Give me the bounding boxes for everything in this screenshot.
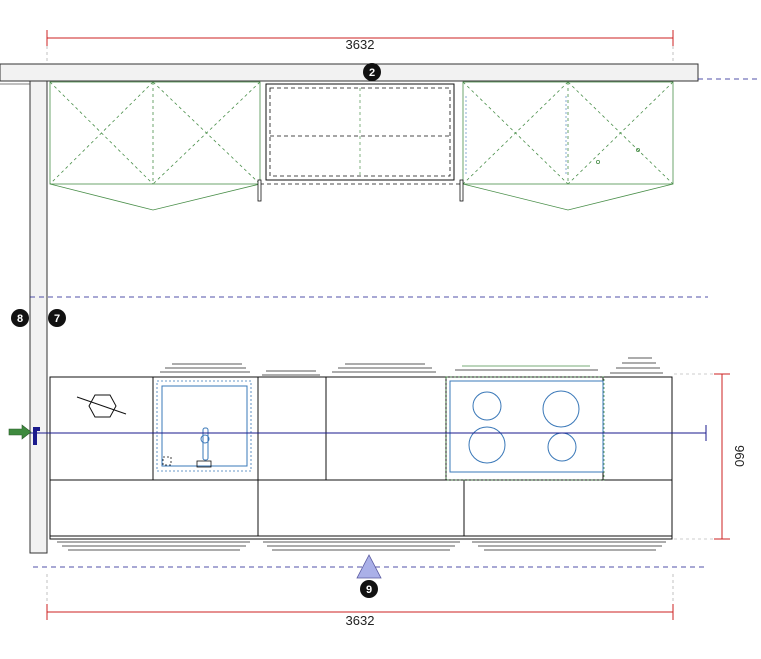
view-marker-2[interactable]: 2 bbox=[363, 63, 381, 81]
below-base-outlines bbox=[57, 541, 666, 551]
svg-text:9: 9 bbox=[366, 584, 372, 596]
top-dimension: 3632 bbox=[46, 30, 674, 80]
left-wall bbox=[29, 80, 48, 554]
svg-text:2: 2 bbox=[369, 67, 375, 79]
section-line-base bbox=[30, 425, 707, 445]
cooktop bbox=[445, 376, 605, 481]
upper-shelf-bar bbox=[0, 63, 699, 82]
svg-text:7: 7 bbox=[54, 313, 60, 325]
sink bbox=[156, 380, 252, 472]
bottom-width-label: 3632 bbox=[346, 613, 375, 628]
base-cabinets bbox=[49, 376, 673, 540]
corner-unit-symbol bbox=[76, 394, 127, 418]
burner-front-left bbox=[468, 426, 506, 464]
svg-text:8: 8 bbox=[17, 313, 23, 325]
view-marker-8[interactable]: 8 bbox=[11, 309, 29, 327]
upper-wall-cabinets bbox=[49, 81, 674, 211]
view-marker-7[interactable]: 7 bbox=[48, 309, 66, 327]
top-width-label: 3632 bbox=[346, 37, 375, 52]
burner-rear-right bbox=[542, 390, 580, 428]
burner-rear-left bbox=[472, 391, 502, 421]
right-dimension: 960 bbox=[674, 373, 747, 540]
view-marker-9[interactable]: 9 bbox=[356, 554, 382, 598]
bottom-dimension: 3632 bbox=[46, 574, 674, 628]
burner-front-right bbox=[547, 432, 577, 462]
range-hood-unit bbox=[257, 83, 567, 202]
above-counter-outlines bbox=[160, 357, 663, 376]
view-direction-triangle-icon bbox=[356, 554, 382, 579]
right-depth-label: 960 bbox=[732, 445, 747, 467]
entry-arrow-icon bbox=[8, 424, 32, 440]
